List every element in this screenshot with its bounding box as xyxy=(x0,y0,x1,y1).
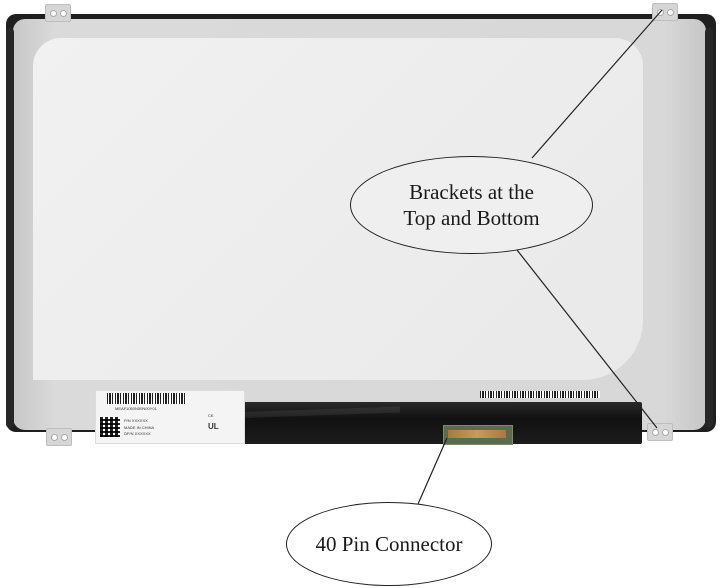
ul-mark: UL xyxy=(208,422,219,431)
bracket-bottom-right xyxy=(647,423,673,441)
driver-pcb xyxy=(180,402,642,444)
right-frame-edge xyxy=(705,28,713,428)
callout-connector: 40 Pin Connector xyxy=(286,502,492,586)
label-model: MEAF1050N50N00Y01 xyxy=(115,406,157,411)
label-dpn: DP/N XXXXXX xyxy=(124,431,151,436)
callout-brackets-line2: Top and Bottom xyxy=(403,206,540,230)
callout-brackets-line1: Brackets at the xyxy=(409,180,534,204)
qr-code xyxy=(100,417,120,437)
callout-brackets: Brackets at the Top and Bottom xyxy=(350,156,593,254)
label-origin: MADE IN CHINA xyxy=(124,425,155,430)
callout-connector-text: 40 Pin Connector xyxy=(315,531,463,556)
bracket-top-right xyxy=(652,3,678,21)
ce-mark: CE xyxy=(208,413,214,418)
barcode-right xyxy=(480,391,600,398)
label-pn: P/N XXXXXX xyxy=(124,418,148,423)
bracket-top-left xyxy=(45,4,71,22)
left-frame-edge xyxy=(6,28,14,428)
bracket-bottom-left xyxy=(46,428,72,446)
connector-pins xyxy=(448,430,506,438)
barcode-label xyxy=(107,393,187,404)
